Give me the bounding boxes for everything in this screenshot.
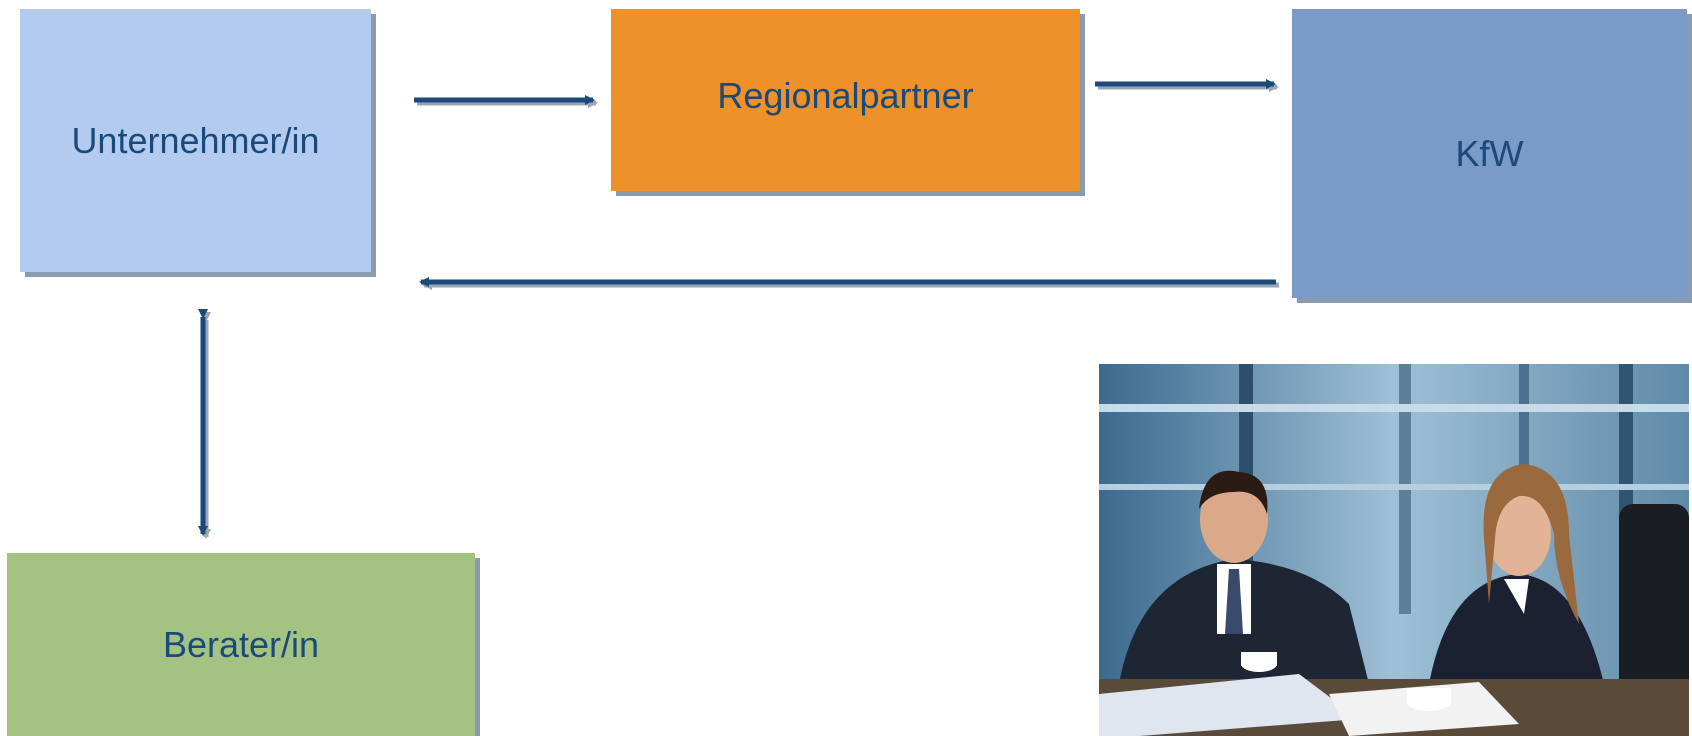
node-regionalpartner: Regionalpartner: [611, 9, 1080, 191]
arrow-kfw-to-unternehmer: [419, 277, 1279, 290]
arrow-unternehmer-to-regionalpartner: [414, 95, 598, 108]
node-berater: Berater/in: [7, 553, 475, 736]
photo-illustration: [1099, 364, 1689, 736]
business-meeting-photo: [1099, 364, 1689, 736]
node-label-berater: Berater/in: [162, 623, 320, 665]
node-unternehmer: Unternehmer/in: [20, 9, 371, 272]
arrow-unternehmer-berater-bidirectional: [198, 309, 211, 539]
node-label-kfw: KfW: [1455, 132, 1524, 174]
node-label-regionalpartner: Regionalpartner: [717, 75, 974, 116]
arrow-regionalpartner-to-kfw: [1095, 79, 1279, 92]
node-label-unternehmer: Unternehmer/in: [71, 119, 320, 161]
node-kfw: KfW: [1292, 9, 1687, 298]
